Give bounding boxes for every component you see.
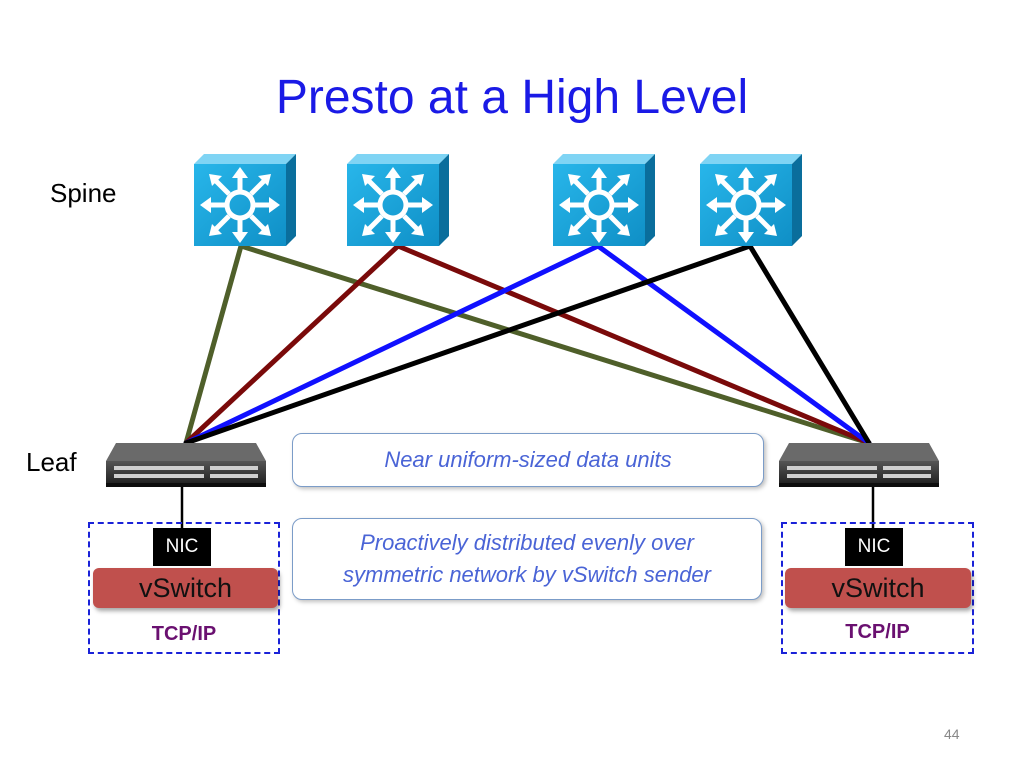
link-spine4-left-leaf [183, 243, 753, 446]
left-nic: NIC [153, 528, 211, 566]
left-tcpip-label: TCP/IP [151, 623, 217, 645]
right-leaf-switch-icon [779, 443, 939, 487]
right-tcpip-label: TCP/IP [845, 621, 910, 643]
callout-distribution: Proactively distributed evenly over symm… [292, 518, 762, 600]
link-spine1-left-leaf [183, 243, 244, 446]
link-spine2-right-leaf [395, 243, 872, 446]
link-spine4-right-leaf [747, 243, 872, 446]
right-nic: NIC [845, 528, 903, 566]
callout-uniform-units: Near uniform-sized data units [292, 433, 764, 487]
spine-switch-3-icon [553, 154, 655, 246]
link-spine2-left-leaf [183, 243, 401, 446]
link-spine1-right-leaf [238, 243, 872, 446]
right-host-box [781, 522, 974, 654]
spine-label: Spine [50, 178, 117, 208]
left-leaf-switch-icon [106, 443, 266, 487]
left-vswitch: vSwitch [93, 568, 278, 608]
spine-switch-2-icon [347, 154, 449, 246]
spine-switch-4-icon [700, 154, 802, 246]
leaf-label: Leaf [26, 447, 77, 477]
left-host-box [88, 522, 280, 654]
link-spine3-right-leaf [595, 243, 872, 446]
right-vswitch: vSwitch [785, 568, 971, 608]
link-spine3-left-leaf [183, 243, 601, 446]
page-number: 44 [944, 726, 960, 742]
slide-title: Presto at a High Level [275, 71, 749, 124]
spine-switch-1-icon [194, 154, 296, 246]
